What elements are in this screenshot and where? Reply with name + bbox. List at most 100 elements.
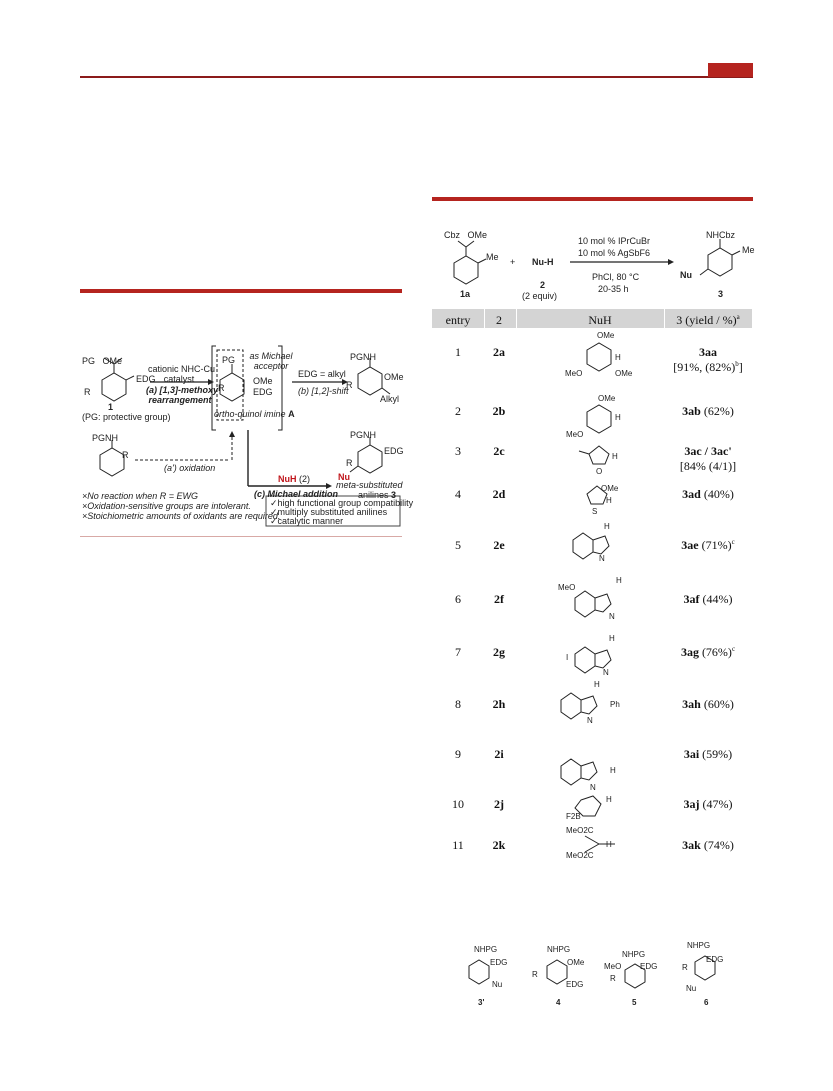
row-entry: 10 [452, 797, 464, 811]
scheme1-pg-ome: PG OMe [82, 356, 123, 366]
nuh-2f-structure [574, 590, 596, 618]
row-yield: 3ad (40%) [664, 487, 752, 502]
row-nuh-label: 2b [492, 404, 506, 418]
row-entry: 7 [455, 645, 461, 659]
row-yield-value: (71%) [701, 538, 732, 552]
2f-meo: MeO [558, 583, 576, 592]
cond-4: 20-35 h [598, 284, 629, 294]
2c-h: H [612, 452, 618, 461]
structure-4 [546, 959, 568, 985]
nuh-2b-structure [586, 404, 612, 434]
2b-ome: OMe [598, 394, 616, 403]
2i-n: N [590, 783, 596, 792]
nucleophile-structures [560, 342, 615, 853]
2k-h: H [606, 840, 612, 849]
row-entry: 6 [455, 592, 461, 606]
table-top-bar [432, 197, 753, 201]
row-nuh-label: 2c [493, 444, 505, 458]
2h-h: H [594, 680, 600, 689]
nuh-2h-structure [560, 692, 582, 720]
row-yield: 3ag (76%)c [664, 645, 752, 660]
b4-r: R [532, 970, 538, 979]
bottom-structures [468, 955, 716, 989]
header-nuh: NuH [588, 313, 612, 327]
row-yield: 3aa[91%, (82%)b] [664, 345, 752, 375]
alkyl-product-r: R [346, 380, 353, 390]
row-product: 3ad [682, 487, 701, 501]
intermediate-ome: OMe [253, 376, 273, 386]
substrate-1-structure [101, 357, 135, 402]
scheme2-product-me: Me [742, 245, 755, 255]
row-product: 3ae [681, 538, 699, 552]
2i-h: H [610, 766, 616, 775]
row-nuh-label: 2a [493, 345, 505, 359]
alkyl-product-pgnh: PGNH [350, 352, 377, 362]
2k-meo2c-top: MeO2C [566, 826, 594, 835]
nuh-2d-structure [586, 485, 608, 505]
header-2: 2 [496, 313, 502, 327]
row-nuh: 2g [484, 645, 514, 660]
nuh-2j-structure [574, 795, 602, 817]
row-product: 3ac / 3ac' [684, 444, 732, 458]
b4-edg: EDG [566, 980, 584, 989]
row-yield: 3ac / 3ac'[84% (4/1)] [664, 444, 752, 474]
b5-id: 5 [632, 998, 637, 1007]
row-yield-value: (74%) [703, 838, 734, 852]
scheme1-graphic [99, 345, 401, 527]
row-yield: 3ab (62%) [664, 404, 752, 419]
row-yield: 3ae (71%)c [664, 538, 752, 553]
row-footnote: c [731, 538, 735, 546]
nuh-2a-structure [586, 342, 612, 372]
row-yield: 3aj (47%) [664, 797, 752, 812]
row-nuh-label: 2j [494, 797, 504, 811]
2f-n: N [609, 612, 615, 621]
b6-nu: Nu [686, 984, 697, 993]
row-product: 3ak [682, 838, 701, 852]
compound-1-label: 1 [108, 402, 114, 412]
advantage-1: ✓high functional group compatibility [270, 498, 414, 508]
row-entry: 2 [455, 404, 461, 418]
nuh-2i-structure [560, 758, 582, 786]
header-entry: entry [445, 313, 471, 327]
scheme2-cbz-ome: Cbz OMe [444, 230, 488, 240]
row-yield-value: (60%) [703, 697, 734, 711]
drawback-3: ×Stoichiometric amounts of oxidants are … [82, 511, 281, 521]
2b-meo: MeO [566, 430, 584, 439]
scheme2-1a: 1a [460, 289, 471, 299]
scheme2-product-nu: Nu [680, 270, 692, 280]
row-yield-value: (47%) [702, 797, 733, 811]
row-yield-tail: ] [738, 360, 743, 374]
aniline-pgnh: PGNH [92, 433, 119, 443]
scheme2-me: Me [486, 252, 499, 262]
row-nuh-label: 2d [492, 487, 506, 501]
row-yield-value: [84% (4/1)] [679, 459, 737, 473]
row-product: 3ab [682, 404, 701, 418]
aniline-r: R [122, 450, 129, 460]
2g-n: N [603, 668, 609, 677]
intermediate-pg: PG [222, 355, 236, 365]
2b-h: H [615, 413, 621, 422]
row-yield: 3ah (60%) [664, 697, 752, 712]
b3p-id: 3' [478, 998, 485, 1007]
2j-f2b: F2B [566, 812, 581, 821]
b6-id: 6 [704, 998, 709, 1007]
row-nuh: 2b [484, 404, 514, 419]
b6-nhpg: NHPG [687, 941, 711, 950]
b3p-edg: EDG [490, 958, 508, 967]
2e-h: H [604, 522, 610, 531]
row-entry: 3 [455, 444, 461, 458]
row-product: 3aa [699, 345, 717, 359]
drawback-2: ×Oxidation-sensitive groups are intolera… [82, 501, 251, 511]
scheme2-nuh: Nu-H [532, 257, 554, 267]
step-b-label: (b) [1,2]-shift [298, 386, 349, 396]
2k-meo2c-bottom: MeO2C [566, 851, 594, 860]
nuh-2c-structure [588, 445, 610, 465]
meta-product-r: R [346, 458, 353, 468]
row-nuh-label: 2e [493, 538, 505, 552]
scheme1-bottom-rule [80, 536, 402, 537]
row-nuh: 2d [484, 487, 514, 502]
step-a2-label: (a') oxidation [164, 463, 216, 473]
row-nuh: 2k [484, 838, 514, 853]
